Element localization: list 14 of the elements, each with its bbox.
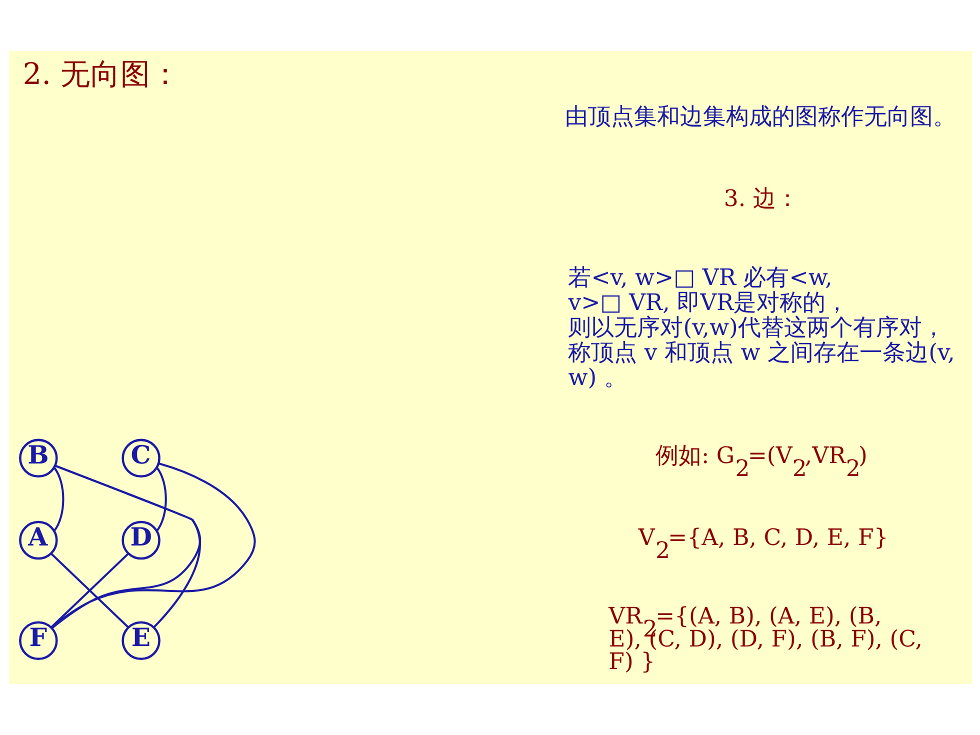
node-circle: E: [121, 621, 160, 660]
node-circle: C: [121, 438, 160, 478]
connector: [50, 553, 128, 628]
label: 由顶点集和边集构成的图称作无向图。: [564, 104, 956, 130]
label: 若<v, w>□ VR 必有<w, v>□ VR, 即VR是对称的，则以无序对(v,w)代替这两个有序对，称顶点 v 和顶点 w 之间存在一条边(v,w) 。: [568, 264, 954, 392]
diagram-title: 2. 无向图：: [22, 56, 180, 91]
connector: [50, 462, 256, 629]
connector: [52, 467, 64, 532]
node-circle: B: [18, 438, 58, 478]
node-circle: A: [18, 520, 58, 560]
connector: [156, 467, 166, 532]
node-circle: D: [121, 520, 160, 560]
node-circle: F: [18, 621, 58, 660]
label: 3. 边：: [723, 186, 798, 212]
